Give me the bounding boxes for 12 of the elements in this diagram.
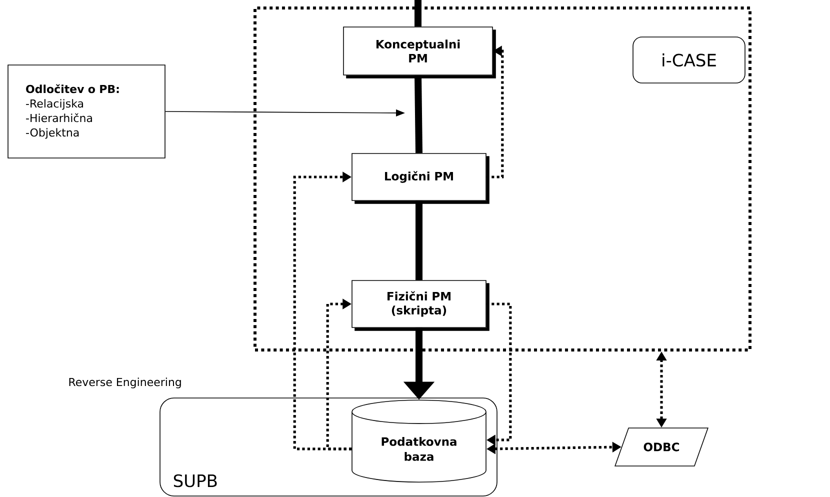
database-cylinder: Podatkovna baza xyxy=(352,400,486,482)
note-box: Odločitev o PB: -Relacijska -Hierarhična -Objektna xyxy=(8,64,166,158)
process-box: Fizični PM (skripta) xyxy=(352,280,486,328)
text-label: Reverse Engineering xyxy=(69,378,181,388)
title-box: i-CASE xyxy=(632,36,746,84)
arrow xyxy=(293,172,352,450)
process-box: Konceptualni PM xyxy=(343,26,493,76)
arrow xyxy=(326,298,352,450)
dotted-region xyxy=(254,6,752,352)
process-box: Logični PM xyxy=(352,153,486,201)
arrow xyxy=(486,302,512,446)
data-parallelogram: ODBC xyxy=(614,428,708,466)
